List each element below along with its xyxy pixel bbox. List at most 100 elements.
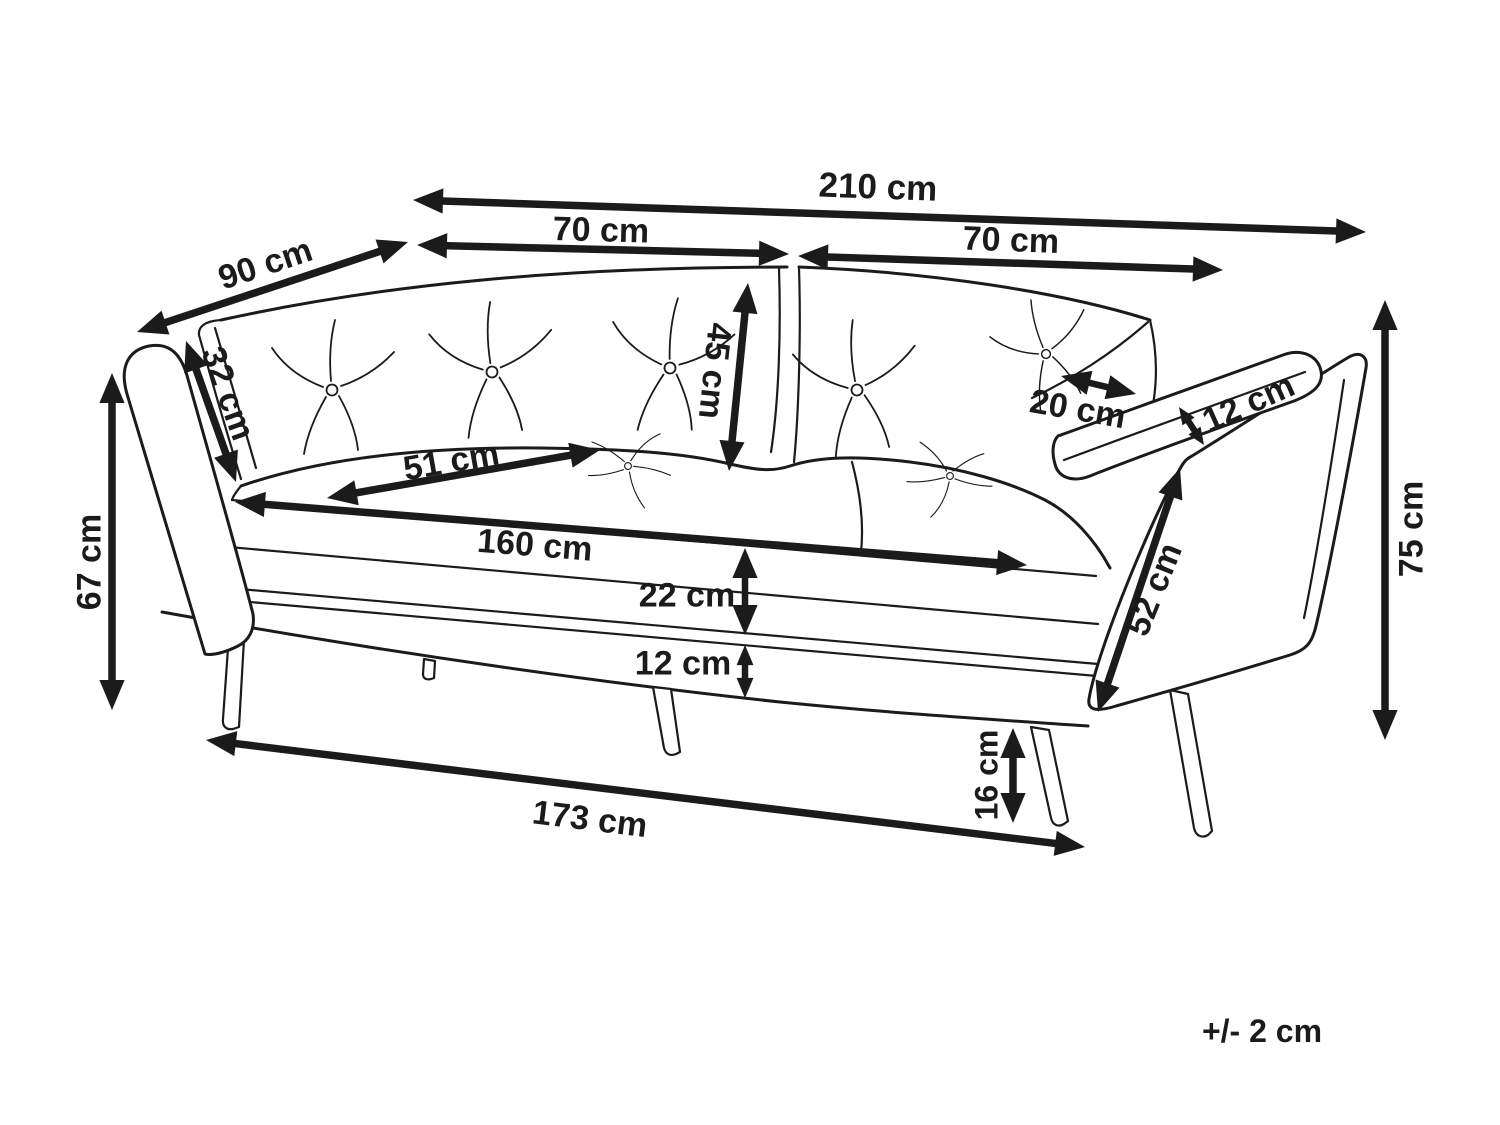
- dimension-label-seat-frame-height: 22 cm: [639, 576, 735, 614]
- armrest-side-panel: [1087, 353, 1368, 711]
- dimension-backrest-section-left: 70 cm: [417, 210, 789, 266]
- backrest-cushion-divider-b: [792, 266, 801, 464]
- dimension-label-leg-height: 16 cm: [969, 730, 1005, 821]
- arrowhead: [1335, 218, 1366, 244]
- arrowhead: [1053, 830, 1085, 856]
- arrowhead: [1188, 426, 1204, 445]
- arrowhead: [99, 373, 125, 403]
- arrowhead: [417, 233, 448, 259]
- armrest-cushion-contour: [1062, 370, 1307, 462]
- arrowhead: [1372, 710, 1398, 740]
- arrowhead: [732, 283, 758, 315]
- dimension-seat-depth: 51 cm: [327, 434, 600, 506]
- front-seam-1: [227, 545, 1100, 626]
- tuft-button: [271, 319, 395, 455]
- front-right-leg: [1029, 725, 1070, 827]
- arrowhead: [758, 240, 789, 266]
- arrowhead: [99, 680, 125, 710]
- arrowhead: [1192, 256, 1223, 282]
- arrowhead: [1372, 300, 1398, 330]
- dimension-armrest-top-width: 20 cm: [1027, 370, 1136, 436]
- dimension-label-backrest-section-left: 70 cm: [552, 210, 649, 251]
- left-armrest: [122, 343, 255, 656]
- arrowhead: [235, 491, 266, 517]
- dimension-line: [230, 739, 1061, 848]
- base-bottom-edge: [160, 610, 1090, 728]
- arrowhead: [1158, 468, 1183, 501]
- tuft-button: [426, 296, 560, 441]
- arrowhead: [1095, 679, 1120, 712]
- arrowhead: [214, 449, 238, 482]
- dimension-overall-width: 210 cm: [413, 166, 1366, 244]
- arrowhead: [1000, 793, 1026, 823]
- backrest-right-edge: [1148, 318, 1158, 412]
- dimension-seat-frame-height: 22 cm: [639, 548, 758, 635]
- dimension-leg-height: 16 cm: [969, 728, 1026, 823]
- far-right-leg: [1168, 688, 1214, 838]
- left-armrest-slab: [122, 343, 255, 656]
- backrest-cushion-divider-a: [769, 266, 781, 454]
- dimension-line: [351, 450, 576, 498]
- seat-left-corner: [230, 484, 243, 502]
- arrowhead: [736, 645, 754, 666]
- dimension-line: [160, 246, 385, 328]
- dimension-label-seat-width: 160 cm: [476, 522, 594, 569]
- arrowhead: [413, 188, 444, 214]
- dimension-label-backrest-section-right: 70 cm: [962, 220, 1060, 261]
- dimension-seat-width: 160 cm: [235, 491, 1027, 576]
- arrowhead: [732, 548, 758, 578]
- arrowhead: [996, 550, 1027, 576]
- dimension-backrest-height: 45 cm: [691, 283, 758, 471]
- dimension-line: [823, 253, 1198, 273]
- dimension-line: [442, 241, 764, 258]
- backrest-tufts: [271, 284, 1110, 461]
- arrowhead: [1179, 407, 1195, 426]
- arrowhead: [732, 605, 758, 635]
- dimension-base-width: 173 cm: [206, 731, 1085, 856]
- dimension-line: [438, 197, 1341, 235]
- front-seam-3: [225, 598, 1099, 678]
- armrest-side-contour: [1302, 378, 1346, 620]
- backrest-top-edge-right: [797, 265, 1152, 322]
- dimension-backrest-section-right: 70 cm: [798, 220, 1223, 282]
- dimension-line: [260, 500, 1002, 567]
- armrest-wedge-line: [1030, 320, 1150, 400]
- back-leg: [421, 657, 437, 681]
- tuft-button: [581, 421, 678, 512]
- backrest-top-edge-left: [219, 265, 789, 322]
- front-seam-2: [226, 586, 1100, 666]
- arrowhead: [798, 244, 829, 270]
- arrowhead: [1000, 728, 1026, 758]
- dimension-label-overall-width: 210 cm: [818, 166, 938, 209]
- seat-cushion-divider: [850, 460, 864, 554]
- tolerance-note: +/- 2 cm: [1202, 1013, 1322, 1049]
- dimension-label-overall-height: 75 cm: [1392, 481, 1430, 577]
- dimension-label-base-rail-height: 12 cm: [635, 644, 731, 682]
- sofa-backrest: [197, 265, 1158, 481]
- backrest-corner-cap: [197, 318, 223, 337]
- dimension-line: [1084, 378, 1113, 392]
- dimension-left-side-height: 67 cm: [70, 373, 125, 710]
- arrowhead: [736, 677, 754, 698]
- arrowhead: [327, 480, 359, 506]
- arrowhead: [137, 310, 170, 335]
- dimension-line: [1102, 490, 1176, 690]
- dimension-line: [1184, 417, 1199, 435]
- seat-cushions-front-profile: [239, 446, 1112, 570]
- dimension-label-base-width: 173 cm: [530, 793, 649, 845]
- arrowhead: [568, 442, 600, 468]
- dimension-label-left-side-height: 67 cm: [70, 514, 108, 610]
- arrowhead: [206, 731, 238, 757]
- arrowhead: [1104, 375, 1136, 400]
- dimension-label-backrest-height: 45 cm: [691, 321, 739, 421]
- front-middle-leg: [651, 685, 682, 756]
- arrowhead: [719, 439, 745, 471]
- dimension-line: [727, 307, 750, 447]
- dimension-line: [190, 363, 232, 460]
- arrowhead: [1061, 370, 1093, 395]
- dimension-overall-height: 75 cm: [1372, 300, 1430, 740]
- dimension-armrest-diagonal-depth: 90 cm: [137, 231, 408, 335]
